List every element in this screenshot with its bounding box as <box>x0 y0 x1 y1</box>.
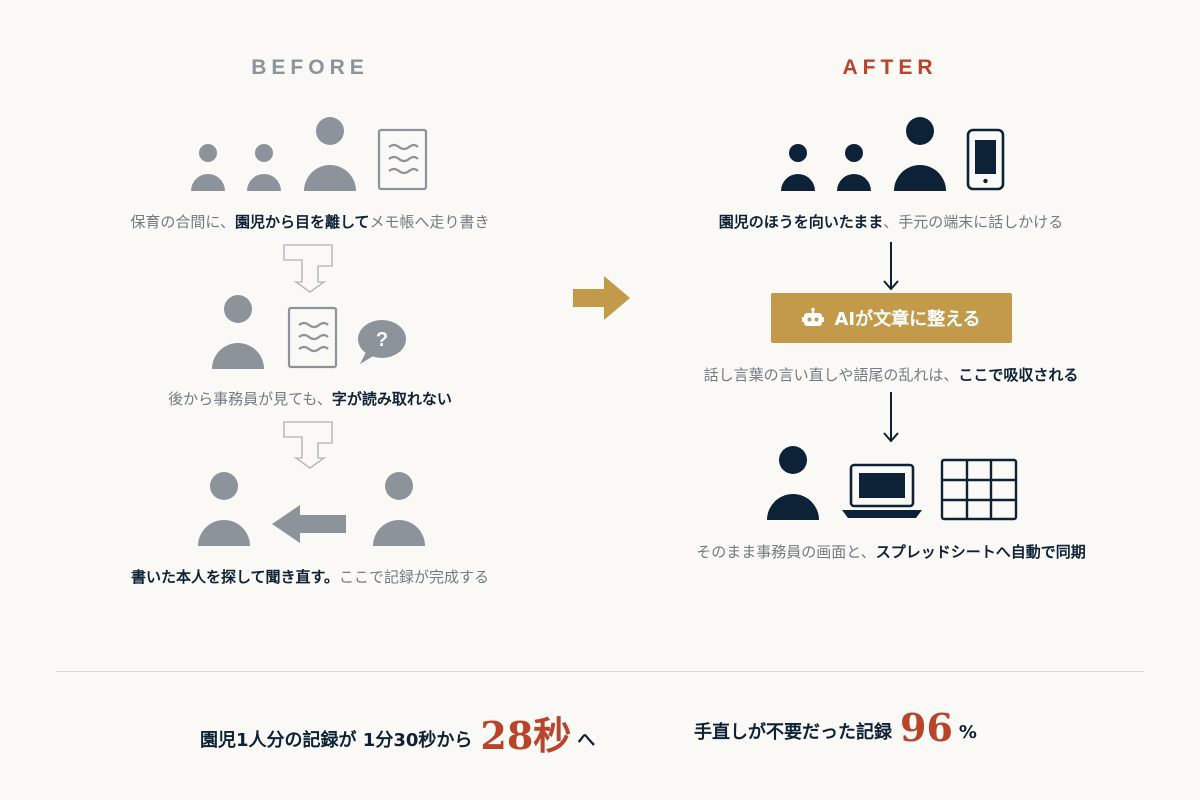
section-divider <box>56 671 1144 672</box>
zigzag-down-arrow-icon <box>283 421 333 469</box>
caption-text: 、手元の端末に話しかける <box>883 213 1064 231</box>
small-person-icon <box>191 144 225 191</box>
small-person-icon <box>247 144 281 191</box>
right-arrow-icon <box>573 276 630 320</box>
left-arrow-icon <box>272 505 346 543</box>
laptop-icon <box>842 463 922 518</box>
stat-value: 96 <box>900 705 953 750</box>
stat-suffix: へ <box>577 730 596 751</box>
caption-text: メモ帳へ走り書き <box>369 213 490 231</box>
caption-text: 保育の合間に、 <box>130 213 235 231</box>
before-step1-caption: 保育の合間に、園児から目を離してメモ帳へ走り書き <box>60 211 560 232</box>
caption-emphasis: スプレッドシートへ自動で同期 <box>875 543 1086 561</box>
after-step1-caption: 園児のほうを向いたまま、手元の端末に話しかける <box>641 211 1141 232</box>
ai-process-box: AIが文章に整える <box>771 293 1012 343</box>
zigzag-down-arrow-icon <box>283 244 333 293</box>
stat-suffix: % <box>958 722 977 743</box>
ai-box-label: AIが文章に整える <box>834 309 981 330</box>
caption-text: ここで記録が完成する <box>339 568 490 586</box>
smartphone-icon <box>966 128 1005 191</box>
after-heading: AFTER <box>842 56 938 79</box>
caption-emphasis: 字が読み取れない <box>331 390 452 408</box>
stat-value: 28秒 <box>480 713 572 758</box>
caption-emphasis: 園児から目を離して <box>234 213 370 231</box>
svg-text:?: ? <box>376 329 388 351</box>
small-person-icon <box>837 144 871 191</box>
before-step2-caption: 後から事務員が見ても、字が読み取れない <box>60 388 560 409</box>
stat-label: 園児1人分の記録が 1分30秒から <box>200 730 473 751</box>
person-icon <box>894 117 946 191</box>
caption-text: 後から事務員が見ても、 <box>168 390 332 408</box>
robot-icon <box>802 307 825 326</box>
memo-pad-icon <box>377 128 428 191</box>
stat-record-time: 園児1人分の記録が 1分30秒から 28秒へ <box>200 705 595 760</box>
caption-emphasis: 園児のほうを向いたまま <box>718 213 884 231</box>
person-icon <box>767 446 819 520</box>
before-step3-caption: 書いた本人を探して聞き直す。ここで記録が完成する <box>60 566 560 587</box>
stat-no-edit-rate: 手直しが不要だった記録 96% <box>694 705 977 750</box>
caption-text: そのまま事務員の画面と、 <box>696 543 876 561</box>
after-step2-caption: 話し言葉の言い直しや語尾の乱れは、ここで吸収される <box>641 364 1141 385</box>
spreadsheet-grid-icon <box>940 458 1018 521</box>
person-icon <box>198 472 250 546</box>
person-icon <box>304 117 356 191</box>
person-icon <box>373 472 425 546</box>
down-arrow-icon <box>883 392 899 443</box>
caption-emphasis: 書いた本人を探して聞き直す。 <box>130 568 340 586</box>
down-arrow-icon <box>883 242 899 291</box>
stat-label: 手直しが不要だった記録 <box>694 722 892 743</box>
person-icon <box>212 295 264 369</box>
before-heading: BEFORE <box>251 56 369 79</box>
caption-text: 話し言葉の言い直しや語尾の乱れは、 <box>703 366 959 384</box>
memo-pad-icon <box>287 306 338 369</box>
small-person-icon <box>781 144 815 191</box>
question-bubble-icon: ? <box>358 320 406 364</box>
after-step3-caption: そのまま事務員の画面と、スプレッドシートへ自動で同期 <box>641 541 1141 562</box>
caption-emphasis: ここで吸収される <box>958 366 1079 384</box>
